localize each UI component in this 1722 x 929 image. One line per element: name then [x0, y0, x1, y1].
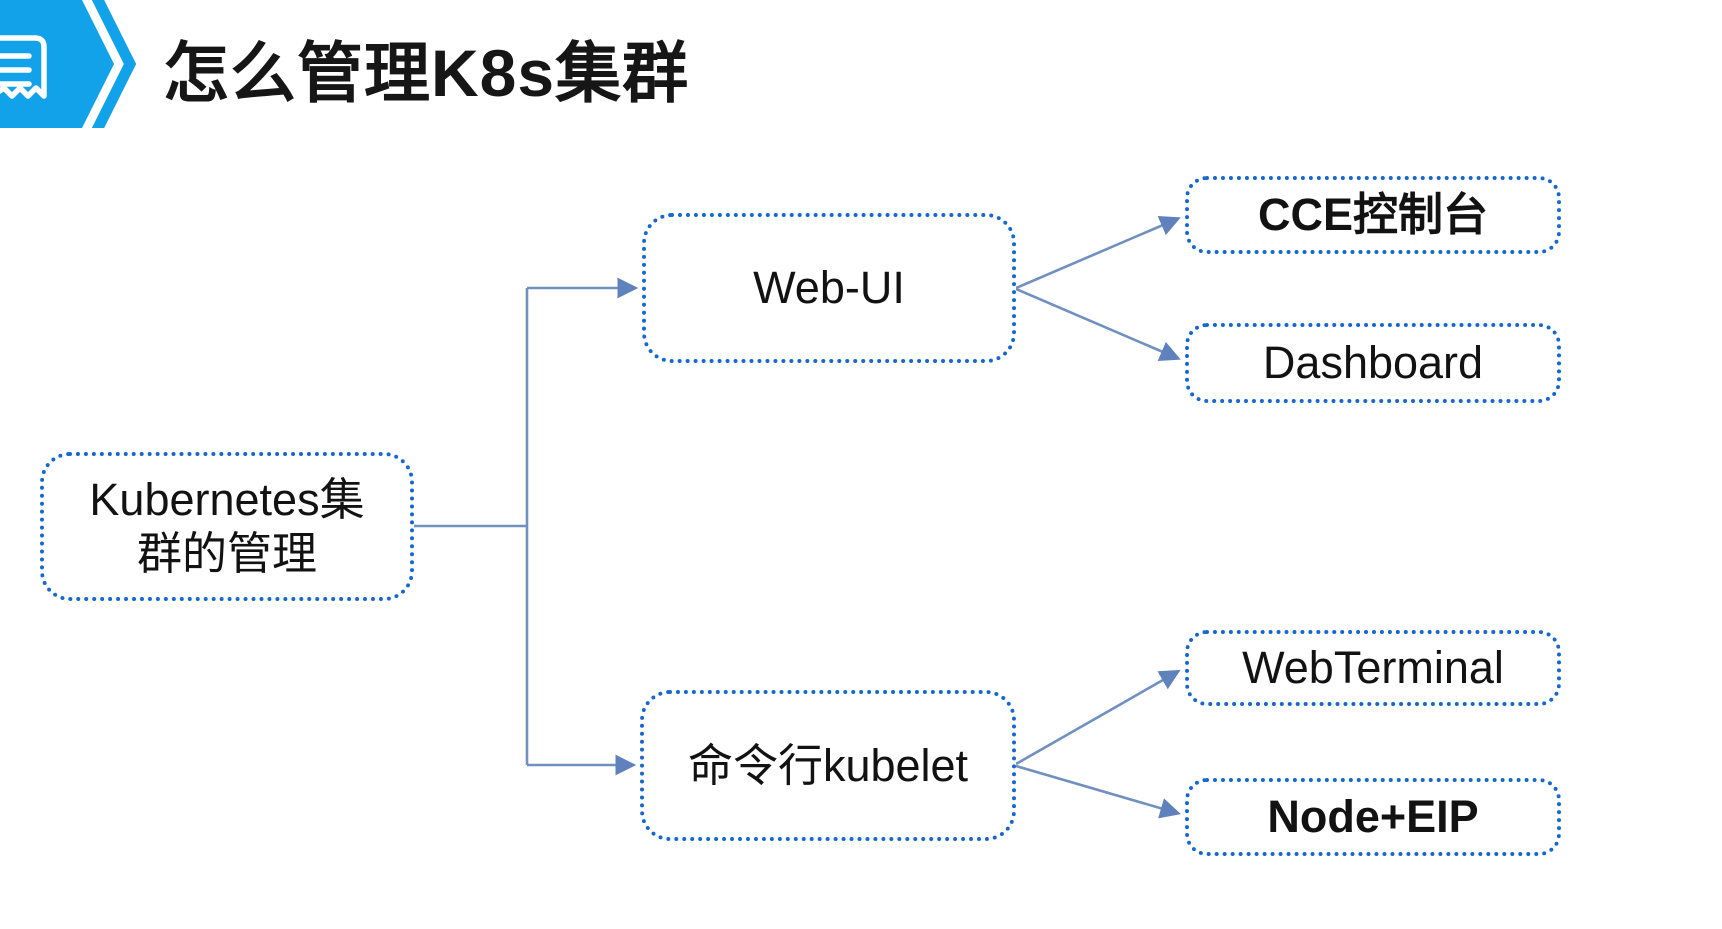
node-label: Kubernetes集 群的管理	[89, 473, 364, 579]
document-scroll-icon	[0, 0, 137, 128]
arrow-webui-to-dashboard	[1015, 287, 1181, 362]
node-cce-console: CCE控制台	[1185, 176, 1561, 254]
node-label-line2: 群的管理	[136, 527, 317, 579]
arrow-kubelet-to-webterminal	[1015, 669, 1181, 766]
node-label: Web-UI	[753, 262, 905, 314]
pentagon-shape	[0, 0, 114, 128]
node-label-line1: Kubernetes集	[89, 474, 365, 526]
node-label: Node+EIP	[1267, 791, 1479, 843]
node-kubernetes-cluster-management: Kubernetes集 群的管理	[40, 452, 414, 601]
node-label: Dashboard	[1262, 337, 1484, 389]
chevron-icon	[91, 0, 137, 128]
arrow-kubelet-to-nodeeip	[1015, 764, 1181, 819]
page-title: 怎么管理K8s集群	[163, 36, 690, 110]
arrow-webui-to-cce	[1015, 215, 1181, 290]
receipt-outline	[0, 35, 47, 99]
node-label: WebTerminal	[1242, 642, 1504, 694]
receipt-lines	[0, 53, 32, 87]
node-cli-kubelet: 命令行kubelet	[640, 690, 1016, 841]
node-web-terminal: WebTerminal	[1185, 630, 1561, 706]
node-dashboard: Dashboard	[1185, 323, 1561, 403]
node-label: CCE控制台	[1257, 189, 1488, 241]
node-node-plus-eip: Node+EIP	[1185, 778, 1561, 856]
node-label: 命令行kubelet	[687, 739, 969, 791]
node-web-ui: Web-UI	[642, 213, 1016, 363]
